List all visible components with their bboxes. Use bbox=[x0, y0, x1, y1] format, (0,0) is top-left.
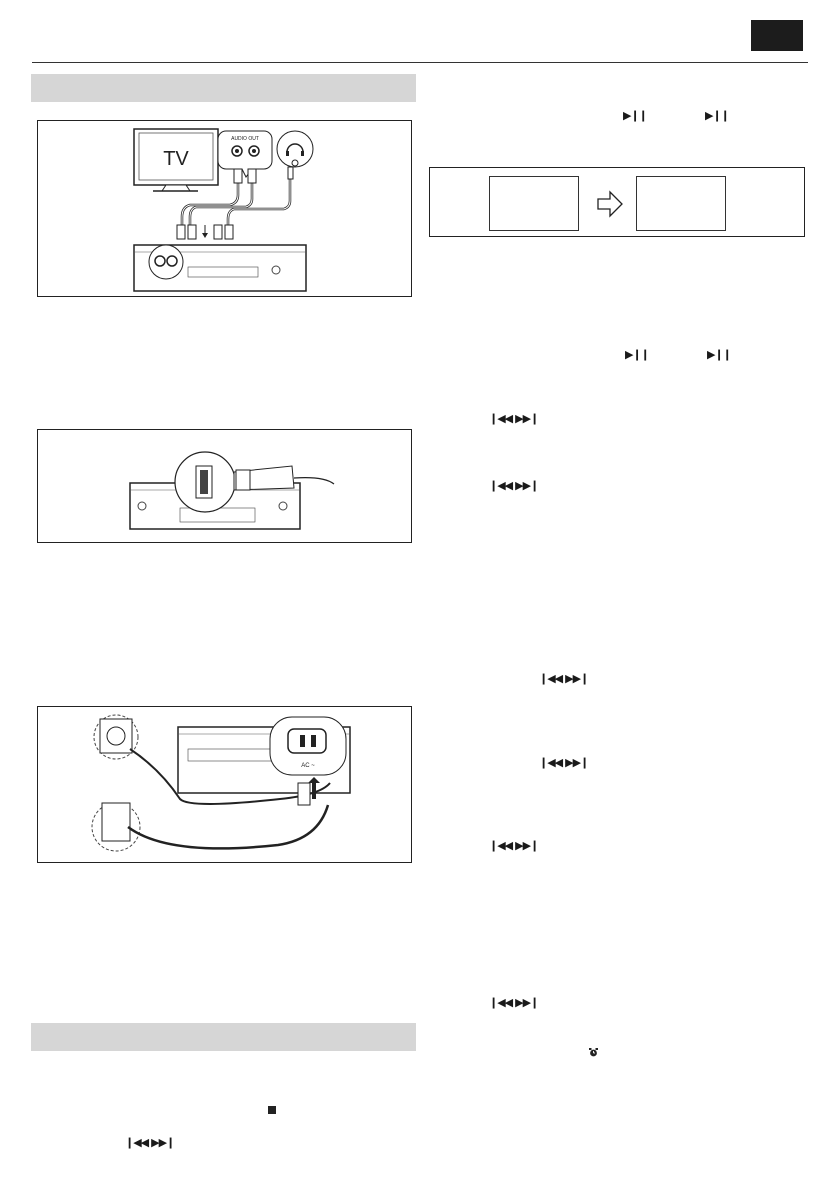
power-connection-illustration: AC ~ bbox=[91, 714, 351, 852]
antenna-connection-figure bbox=[37, 429, 412, 543]
prev-next-icon: ❙◀◀▶▶❙ bbox=[489, 479, 539, 492]
play-pause-icon: ▶❙❙ bbox=[705, 109, 730, 122]
header-rule bbox=[32, 62, 808, 63]
prev-next-icon: ❙◀◀▶▶❙ bbox=[125, 1136, 175, 1149]
play-pause-icon: ▶❙❙ bbox=[623, 109, 648, 122]
display-screen-before bbox=[489, 176, 579, 231]
display-screen-after bbox=[636, 176, 726, 231]
play-pause-icon: ▶❙❙ bbox=[625, 348, 650, 361]
prev-next-icon: ❙◀◀▶▶❙ bbox=[489, 996, 539, 1009]
prev-next-icon: ❙◀◀▶▶❙ bbox=[539, 756, 589, 769]
audio-out-label: AUDIO OUT bbox=[231, 136, 259, 142]
display-sequence-figure bbox=[429, 167, 805, 237]
alarm-icon bbox=[589, 1044, 598, 1057]
tv-connection-illustration: TV AUDIO OUT bbox=[133, 128, 314, 292]
section-header-bar-bottom bbox=[31, 1023, 416, 1051]
tv-label: TV bbox=[163, 148, 189, 170]
power-connection-figure: AC ~ bbox=[37, 706, 412, 863]
ac-label: AC ~ bbox=[301, 763, 315, 769]
right-arrow-icon bbox=[597, 190, 623, 218]
prev-next-icon: ❙◀◀▶▶❙ bbox=[489, 412, 539, 425]
play-pause-icon: ▶❙❙ bbox=[707, 348, 732, 361]
language-tab bbox=[751, 20, 803, 51]
stop-icon bbox=[268, 1106, 276, 1114]
prev-next-icon: ❙◀◀▶▶❙ bbox=[539, 672, 589, 685]
tv-connection-figure: TV AUDIO OUT bbox=[37, 120, 412, 297]
antenna-connection-illustration bbox=[129, 451, 335, 530]
section-header-bar-top bbox=[31, 74, 416, 102]
prev-next-icon: ❙◀◀▶▶❙ bbox=[489, 839, 539, 852]
